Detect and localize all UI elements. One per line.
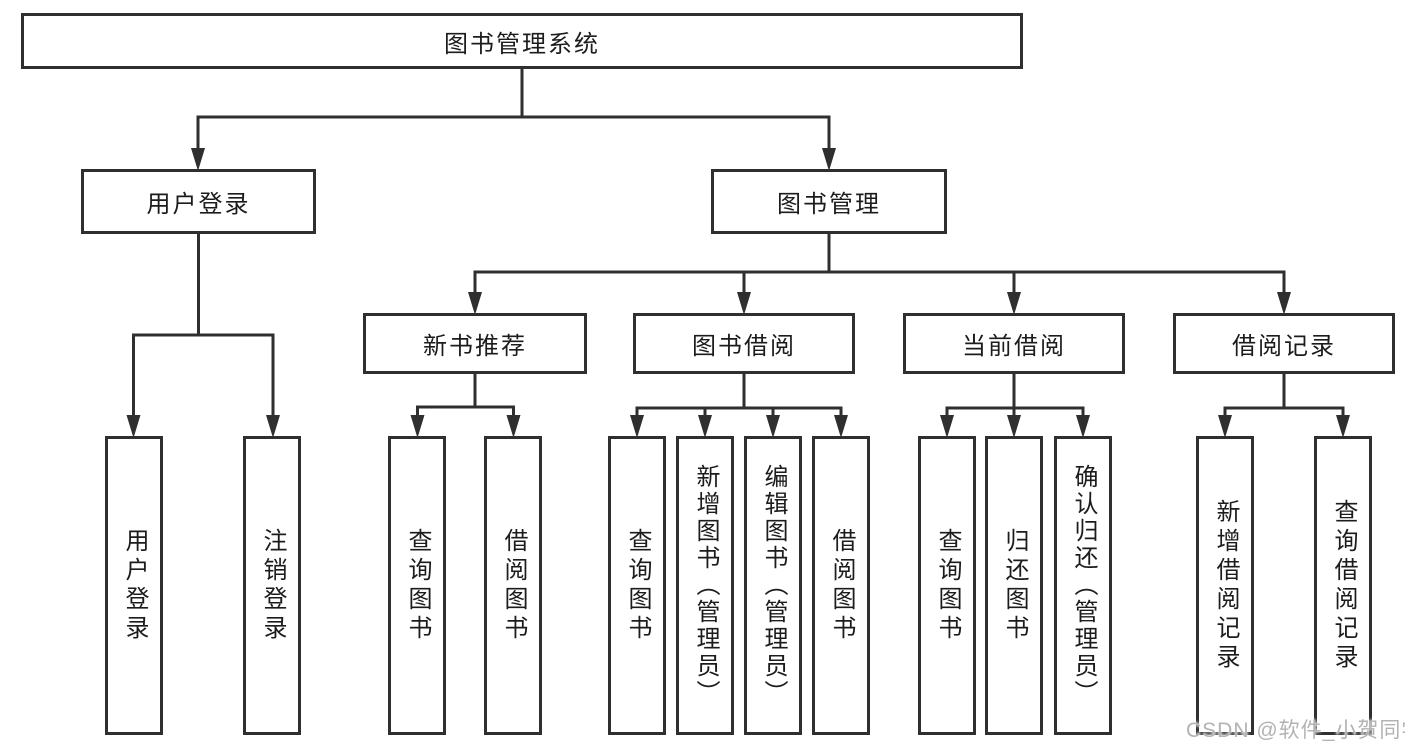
leaf-records-query-record-label: 查询借阅记录 <box>1330 498 1357 673</box>
node-user-login: 用户登录 <box>81 169 316 234</box>
connector-user-login-to-leaves <box>132 234 275 418</box>
node-current-borrow: 当前借阅 <box>903 313 1125 374</box>
connector-current-borrow-to-leaves <box>945 374 1085 418</box>
node-new-book-recommend: 新书推荐 <box>363 313 587 374</box>
node-user-login-label: 用户登录 <box>146 191 251 218</box>
leaf-borrow-query-books-label: 查询图书 <box>624 527 651 644</box>
leaf-newbook-borrow-books: 借阅图书 <box>484 436 542 735</box>
node-book-mgmt-label: 图书管理 <box>777 191 881 218</box>
node-borrow-records: 借阅记录 <box>1173 313 1395 374</box>
leaf-borrow-query-books: 查询图书 <box>608 436 666 735</box>
leaf-current-confirm-return-admin: 确认归还（管理员） <box>1054 436 1112 735</box>
node-book-borrow-label: 图书借阅 <box>692 333 796 360</box>
leaf-current-confirm-return-admin-label: 确认归还（管理员） <box>1070 464 1097 707</box>
connector-new-book-to-leaves <box>416 374 515 418</box>
node-borrow-records-label: 借阅记录 <box>1232 333 1336 360</box>
node-root: 图书管理系统 <box>21 13 1023 69</box>
leaf-current-query-books: 查询图书 <box>918 436 976 735</box>
node-current-borrow-label: 当前借阅 <box>962 333 1066 360</box>
leaf-borrow-add-books-admin: 新增图书（管理员） <box>676 436 734 735</box>
node-book-mgmt: 图书管理 <box>711 169 947 234</box>
leaf-borrow-borrow-books-label: 借阅图书 <box>828 527 855 644</box>
connector-root-to-level2 <box>196 69 831 150</box>
leaf-user-login: 用户登录 <box>105 436 163 735</box>
leaf-logout: 注销登录 <box>243 436 301 735</box>
leaf-current-query-books-label: 查询图书 <box>934 527 961 644</box>
leaf-borrow-edit-books-admin-label: 编辑图书（管理员） <box>760 464 787 707</box>
leaf-current-return-books: 归还图书 <box>985 436 1043 735</box>
connector-borrow-records-to-leaves <box>1223 374 1345 418</box>
leaf-user-login-label: 用户登录 <box>121 527 148 644</box>
leaf-records-add-record: 新增借阅记录 <box>1196 436 1254 735</box>
leaf-logout-label: 注销登录 <box>259 527 286 644</box>
leaf-newbook-query-books: 查询图书 <box>388 436 446 735</box>
leaf-records-add-record-label: 新增借阅记录 <box>1212 498 1239 673</box>
connector-book-borrow-to-leaves <box>635 374 843 418</box>
leaf-newbook-query-books-label: 查询图书 <box>404 527 431 644</box>
arrowheads <box>126 148 1350 438</box>
node-new-book-recommend-label: 新书推荐 <box>423 333 527 360</box>
node-root-label: 图书管理系统 <box>444 30 600 58</box>
connector-book-mgmt-to-level3 <box>473 234 1286 295</box>
leaf-borrow-borrow-books: 借阅图书 <box>812 436 870 735</box>
leaf-records-query-record: 查询借阅记录 <box>1314 436 1372 735</box>
leaf-borrow-edit-books-admin: 编辑图书（管理员） <box>744 436 802 735</box>
leaf-newbook-borrow-books-label: 借阅图书 <box>500 527 527 644</box>
csdn-watermark: CSDN @软件_小贺同学 <box>1186 719 1405 742</box>
leaf-current-return-books-label: 归还图书 <box>1001 527 1028 644</box>
leaf-borrow-add-books-admin-label: 新增图书（管理员） <box>692 464 719 707</box>
node-book-borrow: 图书借阅 <box>633 313 855 374</box>
